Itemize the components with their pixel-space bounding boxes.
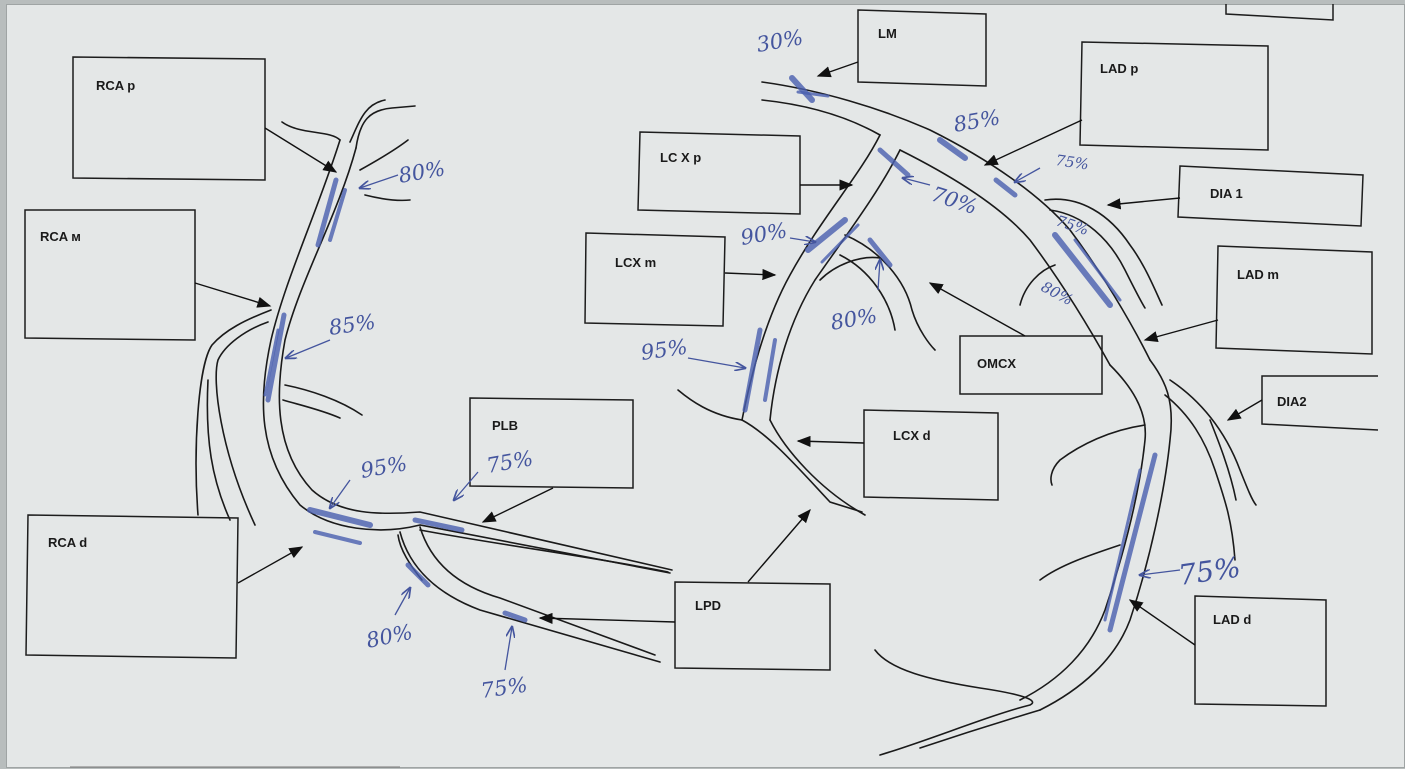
label-arrows xyxy=(194,61,1263,646)
stenosis-lm: 30% xyxy=(755,25,805,57)
stenosis-lcx-p: 70% xyxy=(928,182,980,219)
stenosis-dia1: 75% xyxy=(1054,212,1091,239)
stenosis-lad-d: 75% xyxy=(1176,551,1242,592)
stenosis-rca-m: 85% xyxy=(327,310,377,340)
stenosis-omcx: 80% xyxy=(829,303,879,335)
label-lcx-p: LC X p xyxy=(637,131,801,215)
stenosis-lad-p-2: 75% xyxy=(1054,151,1090,173)
label-lm-text: LM xyxy=(878,26,897,41)
label-lpd: LPD xyxy=(674,581,831,671)
label-lad-p-text: LAD p xyxy=(1100,61,1138,76)
label-lad-d: LAD d xyxy=(1194,595,1327,707)
label-lcx-d-text: LCX d xyxy=(893,428,931,443)
label-rca-m: RCA м xyxy=(24,209,196,341)
paper-sheet xyxy=(6,4,1405,768)
stenosis-lcx-d: 95% xyxy=(639,335,689,365)
label-lcx-p-text: LC X p xyxy=(660,150,701,165)
label-rca-p-text: RCA p xyxy=(96,78,135,93)
rca-shading xyxy=(263,177,528,623)
stenosis-lpd-2: 75% xyxy=(479,673,529,703)
label-lm: LM xyxy=(857,9,987,87)
label-lad-p: LAD p xyxy=(1079,41,1269,151)
label-omcx: OMCX xyxy=(959,335,1103,395)
stenosis-lad-p-1: 85% xyxy=(952,105,1002,137)
label-lcx-m: LCX m xyxy=(584,232,726,327)
label-dia2: DIA2 xyxy=(1261,375,1379,431)
stenosis-rca-d: 95% xyxy=(359,451,409,483)
label-lad-d-text: LAD d xyxy=(1213,612,1251,627)
stenosis-lpd-1: 80% xyxy=(364,620,415,653)
label-lpd-text: LPD xyxy=(695,598,721,613)
label-dia1-text: DIA 1 xyxy=(1210,186,1243,201)
stenosis-plb: 75% xyxy=(485,446,535,478)
left-coronary-tree xyxy=(677,81,1257,756)
label-omcx-text: OMCX xyxy=(977,356,1016,371)
stenosis-rca-p: 80% xyxy=(397,156,447,188)
label-rca-d-text: RCA d xyxy=(48,535,87,550)
label-lad-m: LAD m xyxy=(1215,245,1373,355)
label-plb-text: PLB xyxy=(492,418,518,433)
label-plb: PLB xyxy=(469,397,634,489)
label-lcx-d: LCX d xyxy=(863,409,999,501)
partial-box xyxy=(1225,4,1334,21)
label-lad-m-text: LAD m xyxy=(1237,267,1279,282)
stenosis-lad-m: 80% xyxy=(1038,278,1076,310)
label-rca-m-text: RCA м xyxy=(40,229,81,244)
label-lcx-m-text: LCX m xyxy=(615,255,656,270)
label-dia1: DIA 1 xyxy=(1177,165,1364,227)
rca-vessel-tree xyxy=(195,99,673,663)
handwritten-stenosis-notes: 80% 85% 95% 75% 80% 75% 30% 85% 75% 70% … xyxy=(286,25,1243,703)
label-dia2-text: DIA2 xyxy=(1277,394,1307,409)
label-rca-p: RCA p xyxy=(72,56,266,181)
stenosis-lcx-m: 90% xyxy=(739,218,789,250)
left-coronary-shading xyxy=(742,75,1158,633)
label-rca-d: RCA d xyxy=(25,514,239,659)
